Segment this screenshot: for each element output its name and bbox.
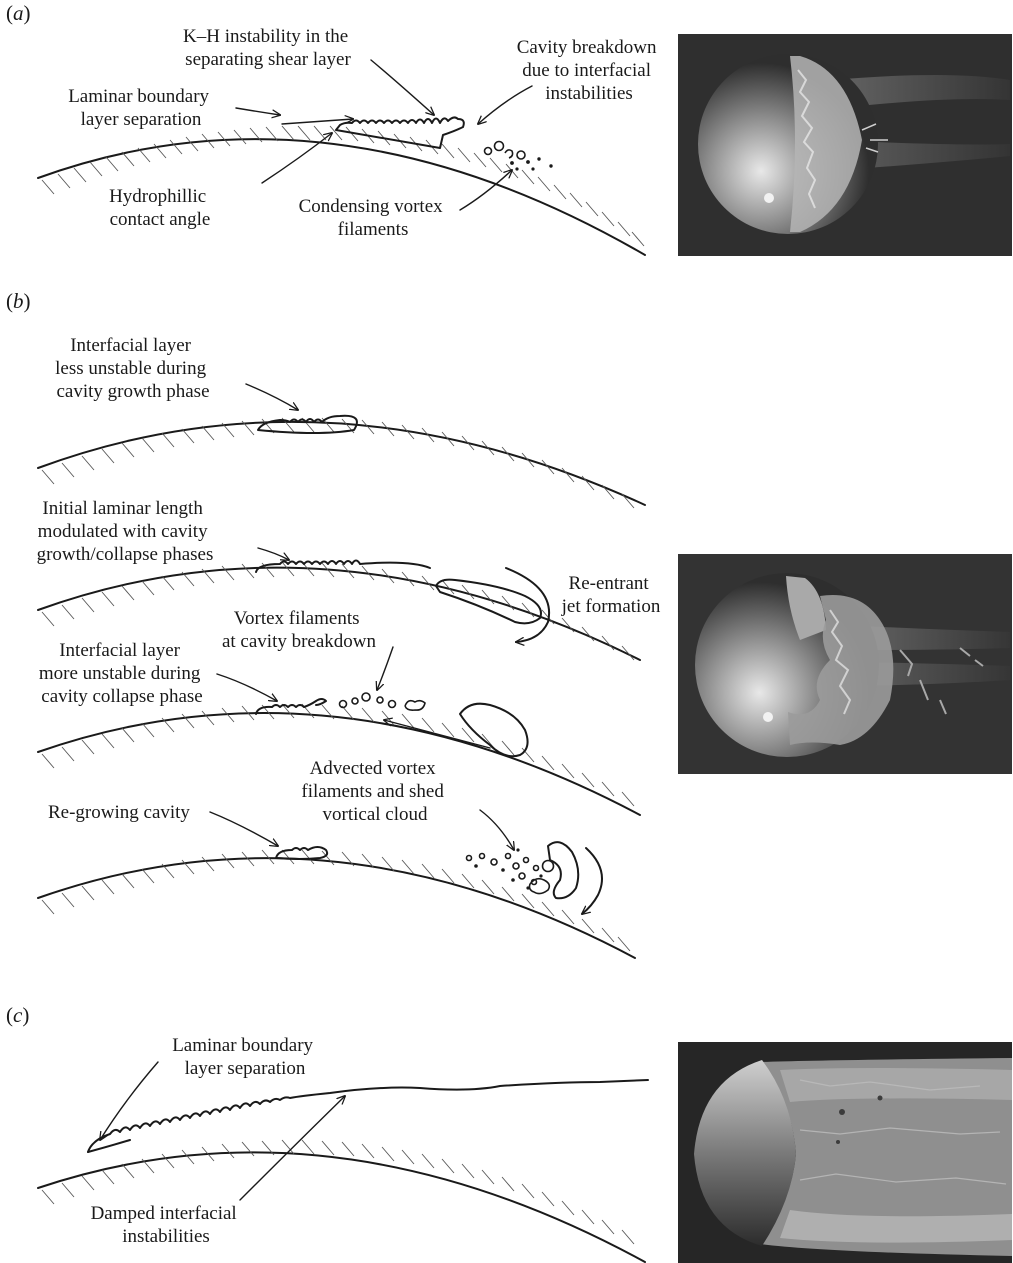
panel-a-vortex-filaments [485, 142, 553, 171]
panel-a-arrows [236, 60, 532, 210]
panel-b-cloud-arrow [582, 848, 602, 914]
label-less-unstable: Interfacial layer less unstable during c… [55, 335, 211, 402]
label-hydrophillic: Hydrophillic contact angle [109, 186, 211, 230]
label-kh-instability: K–H instability in the separating shear … [183, 26, 353, 70]
label-condensing-vortex: Condensing vortex filaments [299, 196, 448, 240]
panel-b-vortex-filaments-3 [340, 693, 426, 710]
label-initial-laminar: Initial laminar length modulated with ca… [37, 498, 214, 565]
photo-c [678, 1042, 1012, 1263]
label-reentrant: Re-entrant jet formation [561, 573, 661, 617]
panel-b-advected-filaments [467, 848, 554, 893]
label-regrowing: Re-growing cavity [48, 802, 190, 823]
panel-b: (b) Interfacial layer less unstable duri… [6, 289, 1012, 958]
panel-c-label: (c) [6, 1003, 29, 1027]
label-laminar-separation-a: Laminar boundary layer separation [68, 86, 214, 130]
photo-a [678, 34, 1012, 256]
panel-b-label: (b) [6, 289, 31, 313]
photo-b [678, 554, 1012, 774]
panel-b-shed-cloud-3 [460, 704, 528, 757]
panel-c: (c) Laminar boundary layer separation Da… [6, 1003, 1012, 1263]
panel-a: (a) K–H instability in the separating sh… [6, 1, 1012, 256]
panel-b-cavity-3 [256, 699, 326, 714]
panel-b-surface-4 [38, 858, 635, 958]
panel-a-cavity [336, 117, 464, 148]
panel-a-label: (a) [6, 1, 31, 25]
label-vortex-breakdown: Vortex filaments at cavity breakdown [222, 608, 377, 652]
label-advected: Advected vortex filaments and shed vorti… [301, 758, 448, 825]
label-damped: Damped interfacial instabilities [91, 1203, 242, 1247]
label-cavity-breakdown: Cavity breakdown due to interfacial inst… [517, 37, 662, 104]
label-laminar-separation-c: Laminar boundary layer separation [172, 1035, 318, 1079]
panel-b-reentrant-cavity [436, 580, 541, 624]
panel-c-cavity [88, 1080, 648, 1152]
label-more-unstable: Interfacial layer more unstable during c… [39, 640, 205, 707]
panel-b-regrowing-cavity [276, 847, 327, 859]
panel-b-reentrant-arrow [506, 568, 549, 642]
panel-b-surface-1 [38, 422, 645, 505]
